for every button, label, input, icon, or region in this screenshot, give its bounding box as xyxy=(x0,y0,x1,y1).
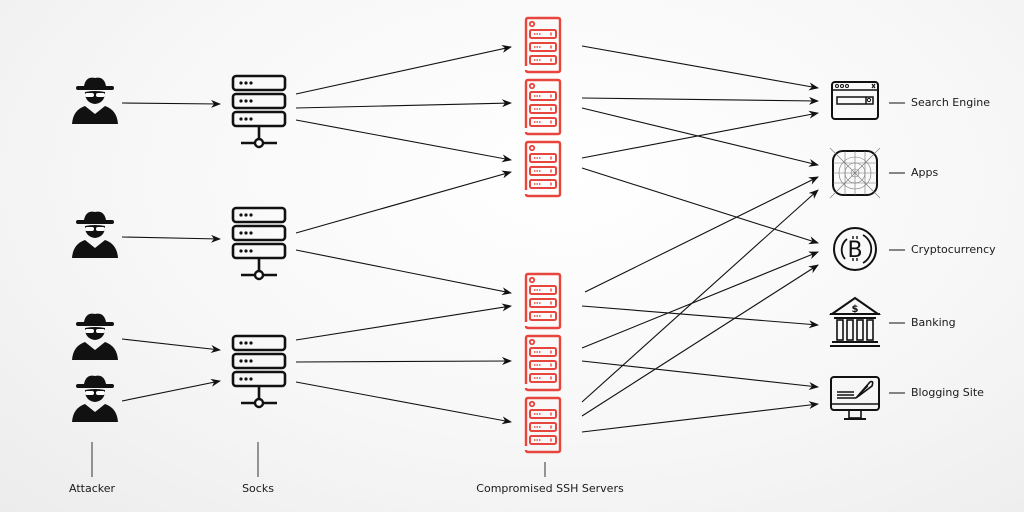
socks-proxy-1 xyxy=(231,74,287,149)
arrow-ssh-4-to-target-4 xyxy=(581,305,819,329)
attacker-1-icon xyxy=(72,77,118,124)
arrow-socks-3-to-ssh-4 xyxy=(295,303,512,341)
arrow-ssh-1-to-target-1 xyxy=(581,45,819,91)
arrow-ssh-2-to-target-1 xyxy=(581,96,819,105)
ssh-server-6 xyxy=(524,396,562,454)
target-label-cryptocurrency: Cryptocurrency xyxy=(911,243,996,256)
arrow-socks-1-to-ssh-1 xyxy=(295,45,512,95)
arrow-ssh-2-to-target-2 xyxy=(581,107,819,167)
target-label-search-engine: Search Engine xyxy=(911,96,990,109)
attacker-4-icon xyxy=(72,375,118,422)
arrow-ssh-4-to-target-2 xyxy=(584,176,819,293)
socks-proxy-3 xyxy=(231,334,287,409)
arrow-ssh-5-to-target-3 xyxy=(581,251,819,349)
ssh-server-5 xyxy=(524,334,562,392)
arrow-socks-3-to-ssh-5 xyxy=(295,357,512,366)
arrow-attacker-4-to-socks-3 xyxy=(121,378,221,402)
connection-arrows xyxy=(121,45,819,433)
arrow-ssh-5-to-target-5 xyxy=(581,360,819,390)
arrow-socks-2-to-ssh-4 xyxy=(295,249,512,296)
arrow-ssh-3-to-target-1 xyxy=(581,110,819,159)
ssh-column-label: Compromised SSH Servers xyxy=(476,482,624,495)
target-label-blogging-site: Blogging Site xyxy=(911,386,984,399)
app-grid-icon xyxy=(829,147,881,199)
svg-text:$: $ xyxy=(852,304,859,315)
arrow-ssh-6-to-target-5 xyxy=(581,401,819,433)
arrow-socks-3-to-ssh-6 xyxy=(295,381,512,425)
svg-text:B: B xyxy=(847,238,862,263)
target-label-apps: Apps xyxy=(911,166,939,179)
arrow-ssh-6-to-target-3 xyxy=(581,264,819,417)
attacker-column-label: Attacker xyxy=(68,482,116,495)
bank-icon: $ xyxy=(828,296,882,347)
socks-proxy-2 xyxy=(231,206,287,281)
bitcoin-icon: B xyxy=(833,227,877,271)
attacker-2-icon xyxy=(72,211,118,258)
attacker-3-icon xyxy=(72,313,118,360)
target-label-dashes xyxy=(889,102,905,394)
target-label-banking: Banking xyxy=(911,316,956,329)
arrow-attacker-1-to-socks-1 xyxy=(121,99,221,108)
monitor-quill-icon xyxy=(830,376,880,420)
ssh-server-1 xyxy=(524,16,562,74)
arrow-socks-2-to-ssh-3 xyxy=(295,170,512,234)
arrow-socks-1-to-ssh-3 xyxy=(295,119,512,163)
diagram-nodes xyxy=(72,16,562,454)
ssh-server-4 xyxy=(524,272,562,330)
arrow-attacker-3-to-socks-3 xyxy=(121,338,221,353)
column-ticks xyxy=(91,442,546,477)
browser-search-icon xyxy=(831,81,879,120)
ssh-server-3 xyxy=(524,140,562,198)
arrow-attacker-2-to-socks-2 xyxy=(121,234,221,243)
arrow-ssh-6-to-target-2 xyxy=(581,189,819,403)
socks-column-label: Socks xyxy=(242,482,274,495)
arrow-ssh-3-to-target-3 xyxy=(581,167,819,245)
arrow-socks-1-to-ssh-2 xyxy=(295,99,512,109)
ssh-server-2 xyxy=(524,78,562,136)
